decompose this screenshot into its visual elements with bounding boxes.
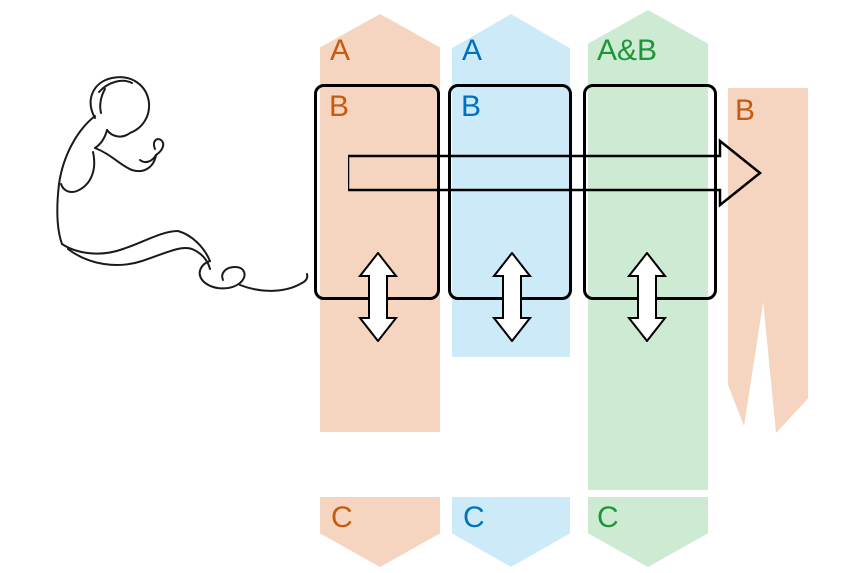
double-vertical-arrow-shape (627, 252, 667, 342)
label-b-right: B (735, 94, 756, 127)
label-a-orange: A (330, 34, 351, 67)
label-c-blue: C (463, 501, 485, 534)
double-vertical-arrow-icon (627, 252, 667, 342)
label-a-blue: A (462, 34, 483, 67)
seated-person-line-art-icon (56, 76, 309, 292)
label-ab-green: A&B (597, 34, 658, 67)
label-c-orange: C (331, 501, 353, 534)
double-vertical-arrow-shape (492, 252, 532, 342)
right-arrow-shape (348, 138, 763, 208)
label-c-green: C (597, 501, 619, 534)
label-b-box-blue: B (461, 90, 482, 123)
double-vertical-arrow-shape (358, 252, 398, 342)
label-b-box-orange: B (329, 90, 350, 123)
right-arrow-outline-icon (348, 138, 763, 208)
double-vertical-arrow-icon (492, 252, 532, 342)
band-ab-green (588, 10, 708, 490)
double-vertical-arrow-icon (358, 252, 398, 342)
band-a-orange (320, 14, 440, 432)
